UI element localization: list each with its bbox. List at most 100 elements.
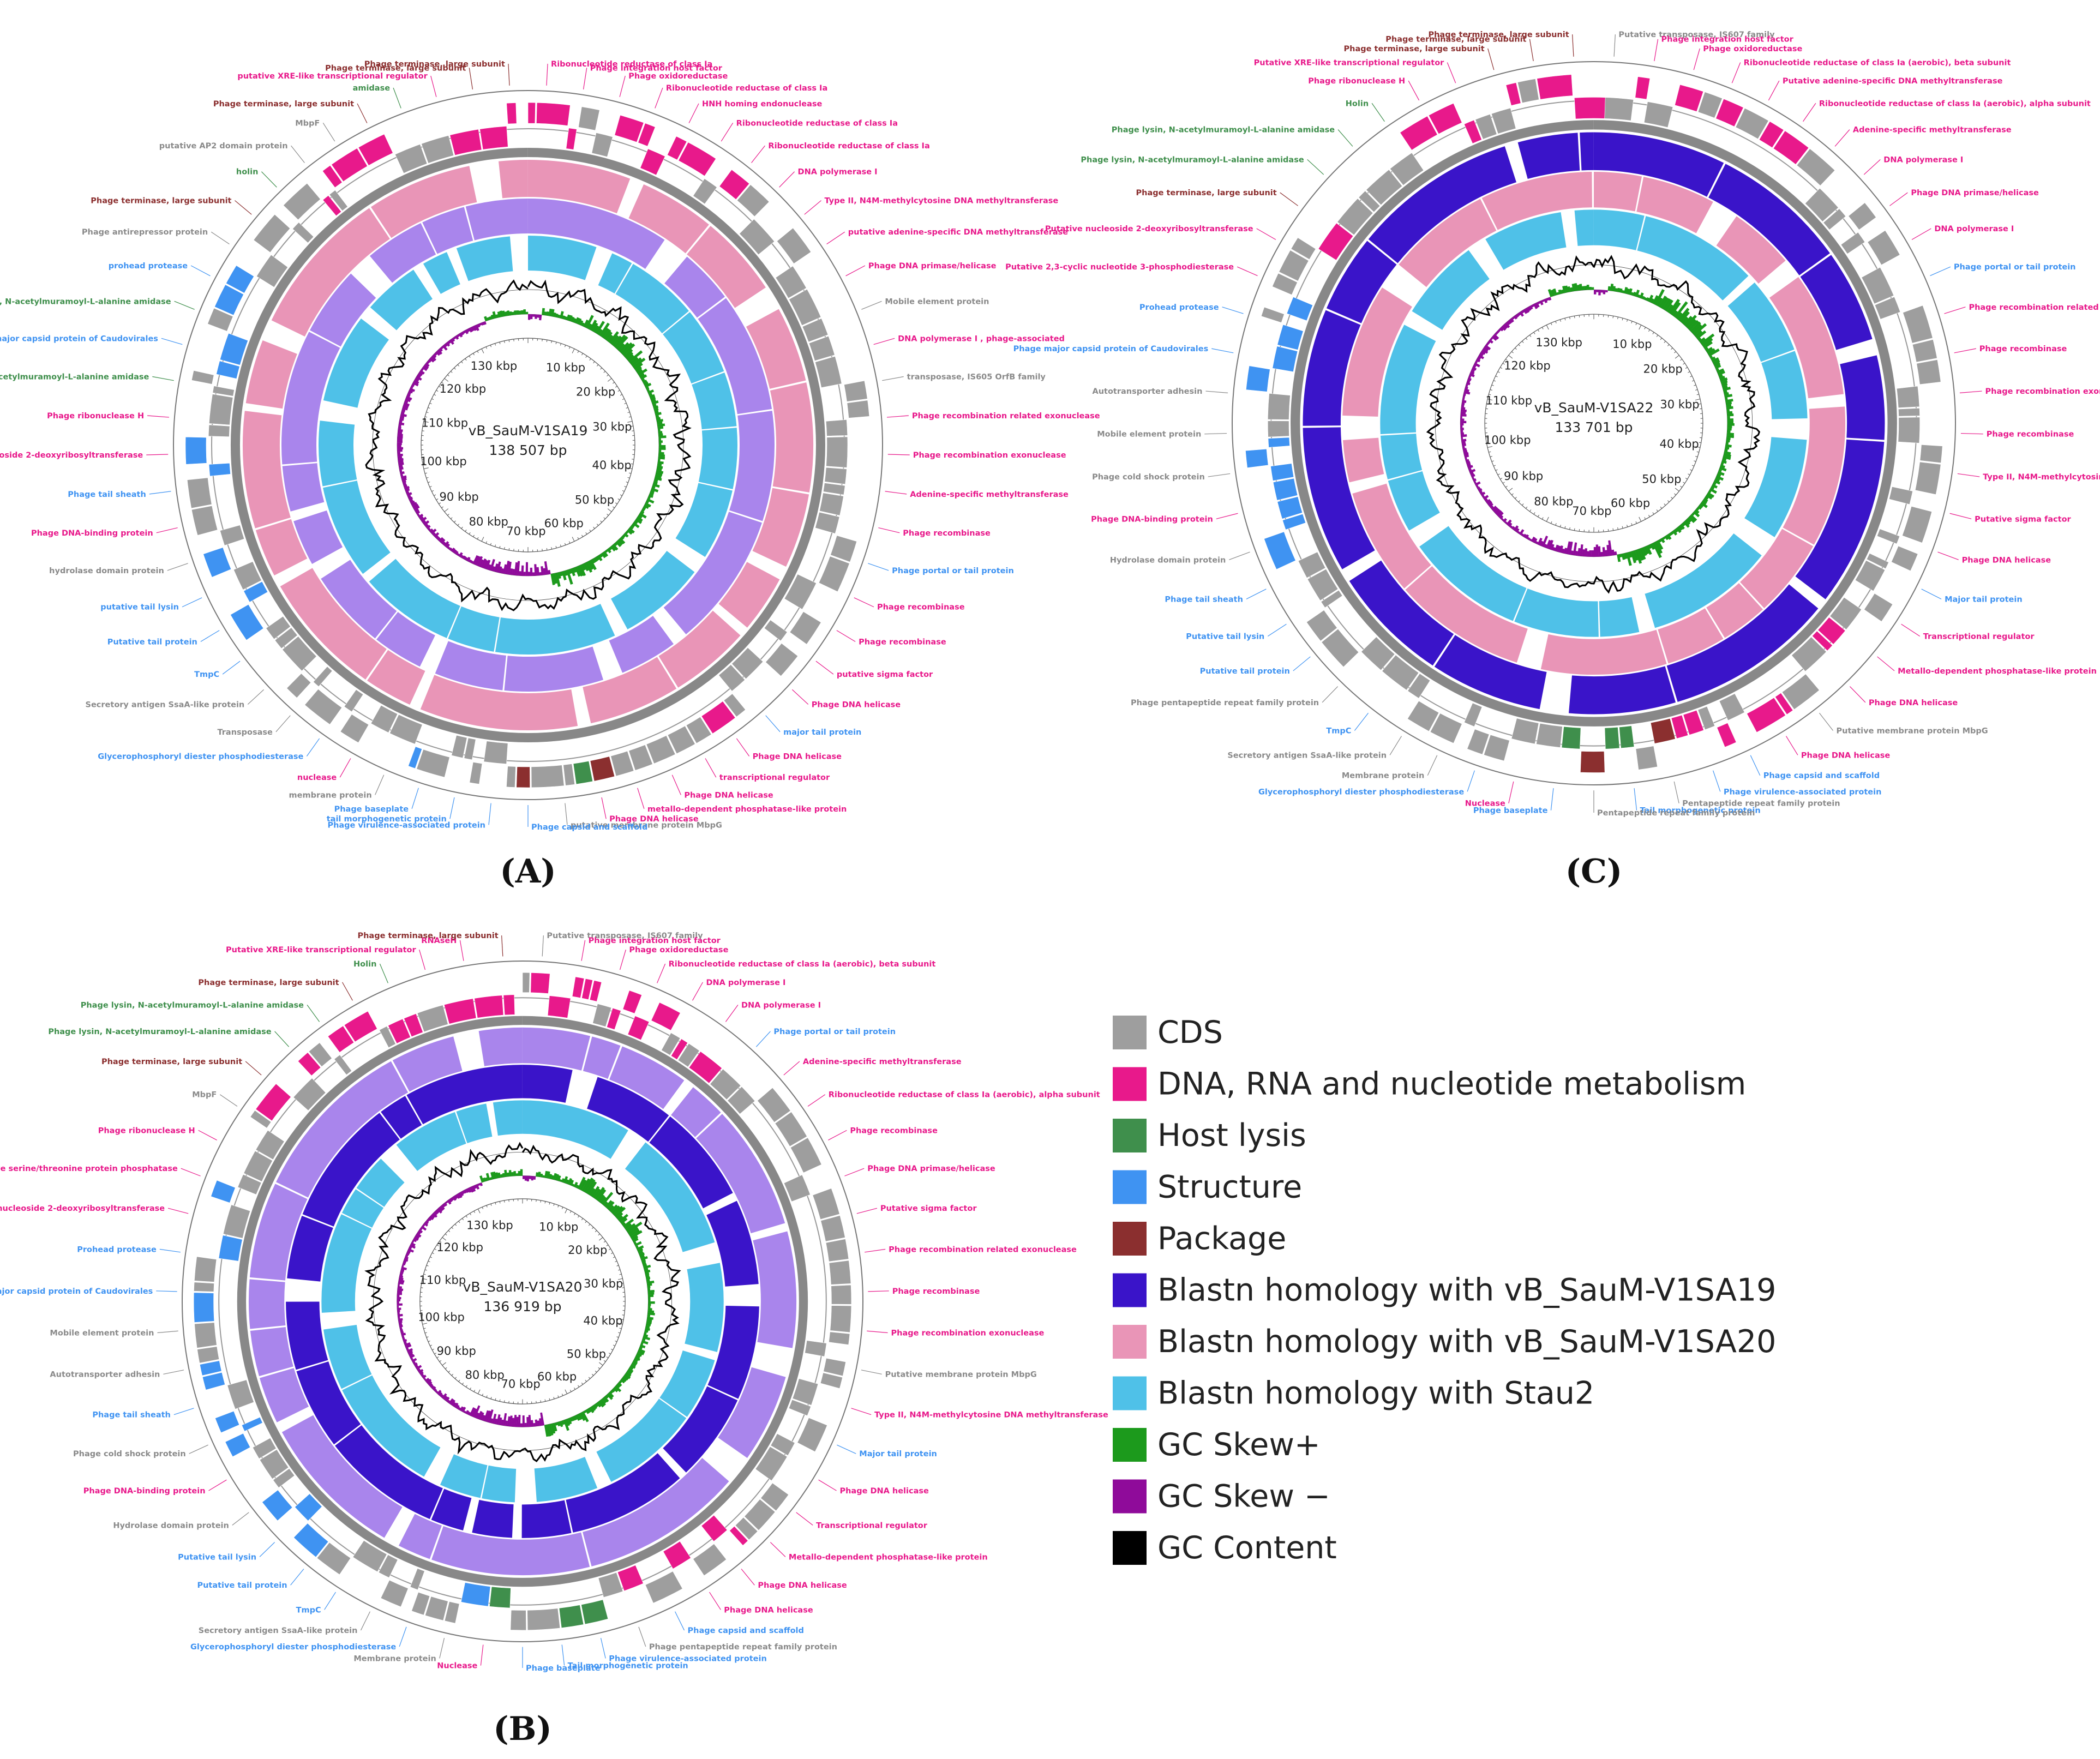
annotation-leader <box>619 75 626 97</box>
gc-skew-minus-bar <box>401 1264 404 1268</box>
blastn-homology-segment <box>1795 439 1885 599</box>
gc-skew-plus-bar <box>616 1212 623 1219</box>
cds-feature <box>1898 417 1921 443</box>
gc-skew-plus-bar <box>1727 416 1730 419</box>
gc-skew-minus-bar <box>398 424 401 428</box>
scale-tick <box>439 502 441 505</box>
gc-skew-minus-bar <box>1513 525 1519 532</box>
cds-feature <box>1747 697 1786 733</box>
gc-skew-plus-bar <box>484 316 488 322</box>
gene-annotation-label: DNA polymerase I <box>1934 225 2014 233</box>
scale-tick <box>423 1274 426 1275</box>
gc-skew-plus-bar <box>1723 455 1731 460</box>
gc-skew-minus-bar <box>419 370 425 375</box>
gc-skew-minus-bar <box>397 1290 403 1293</box>
scale-tick <box>1607 315 1609 317</box>
gc-skew-plus-bar <box>508 1170 512 1176</box>
scale-tick <box>1574 528 1575 531</box>
annotation-leader <box>339 758 351 778</box>
gc-skew-plus-bar <box>615 336 628 350</box>
annotation-leader <box>1307 159 1324 175</box>
scale-tick <box>423 421 429 423</box>
gc-skew-minus-bar <box>448 1198 453 1203</box>
scale-tick <box>1695 399 1701 401</box>
gc-skew-plus-bar <box>656 470 664 474</box>
cds-feature <box>220 525 245 546</box>
blastn-homology-segment <box>523 1027 591 1071</box>
gc-skew-plus-bar <box>1717 370 1725 376</box>
scale-tick <box>600 367 602 370</box>
gc-skew-minus-bar <box>428 359 431 363</box>
gc-skew-minus-bar <box>401 409 406 412</box>
gc-skew-minus-bar <box>415 1234 420 1239</box>
kbp-tick-label: 20 kbp <box>568 1244 607 1257</box>
gc-skew-minus-bar <box>535 1419 538 1427</box>
blastn-homology-segment <box>356 1158 405 1207</box>
scale-tick <box>1683 482 1685 484</box>
blastn-homology-segment <box>319 421 357 487</box>
gc-skew-minus-bar <box>467 1411 471 1415</box>
blastn-homology-segment <box>370 269 433 331</box>
gc-skew-plus-bar <box>587 1408 592 1413</box>
blastn-homology-segment <box>335 1425 443 1520</box>
scale-tick <box>1688 371 1690 373</box>
cds-feature <box>638 123 656 147</box>
annotation-leader <box>375 775 385 795</box>
annotation-leader <box>1849 686 1866 703</box>
gc-skew-plus-bar <box>1724 392 1729 396</box>
gc-skew-plus-bar <box>597 555 603 561</box>
gc-skew-plus-bar <box>485 1173 490 1181</box>
blastn-homology-segment <box>659 1350 715 1417</box>
gc-skew-minus-bar <box>520 1423 523 1427</box>
gc-skew-minus-bar <box>527 572 531 576</box>
gc-skew-plus-bar <box>603 1396 609 1403</box>
gc-skew-minus-bar <box>1603 290 1606 295</box>
gc-skew-plus-bar <box>638 1250 644 1254</box>
cds-feature <box>1264 531 1296 570</box>
kbp-tick-label: 50 kbp <box>567 1347 606 1360</box>
blastn-homology-segment <box>1800 255 1873 350</box>
gc-skew-minus-bar <box>1499 515 1504 520</box>
cds-feature <box>628 745 653 771</box>
gc-skew-plus-bar <box>565 1419 571 1426</box>
kbp-tick-label: 90 kbp <box>440 490 479 503</box>
blastn-homology-segment <box>528 160 631 214</box>
scale-tick <box>599 1362 603 1366</box>
gc-skew-plus-bar <box>614 1206 626 1217</box>
gene-annotation-label: DNA polymerase I <box>706 978 785 987</box>
gc-skew-plus-bar <box>1558 289 1562 295</box>
scale-tick <box>457 364 460 367</box>
gc-skew-minus-bar <box>407 1350 413 1355</box>
gc-skew-plus-bar <box>622 343 635 356</box>
gc-skew-plus-bar <box>1711 356 1716 361</box>
annotation-leader <box>1216 513 1238 519</box>
gc-skew-plus-bar <box>641 1340 649 1345</box>
cds-feature <box>340 714 369 743</box>
annotation-leader <box>235 200 252 215</box>
gc-skew-minus-bar <box>489 559 495 571</box>
gc-skew-minus-bar <box>1517 312 1521 316</box>
scale-tick <box>585 356 587 358</box>
gc-skew-minus-bar <box>1515 528 1520 533</box>
scale-tick <box>445 1233 447 1236</box>
gc-skew-plus-bar <box>1723 453 1731 458</box>
gc-skew-minus-bar <box>1537 301 1541 304</box>
gc-skew-minus-bar <box>1461 404 1465 407</box>
cds-feature <box>661 1032 681 1056</box>
gc-skew-minus-bar <box>421 517 427 523</box>
gc-skew-plus-bar <box>648 1306 651 1308</box>
scale-tick <box>495 1398 496 1401</box>
scale-tick <box>622 490 625 492</box>
gc-skew-plus-bar <box>614 542 618 547</box>
gc-skew-plus-bar <box>1694 330 1703 338</box>
gc-skew-plus-bar <box>1720 462 1724 466</box>
gc-skew-minus-bar <box>424 1377 430 1383</box>
scale-tick <box>613 506 615 508</box>
gc-skew-plus-bar <box>1715 368 1719 371</box>
gc-skew-plus-bar <box>605 1200 613 1208</box>
scale-tick <box>465 530 467 532</box>
blastn-homology-segment <box>583 657 677 724</box>
cds-feature <box>788 1399 811 1416</box>
annotation-leader <box>163 1370 184 1375</box>
gc-skew-minus-bar <box>467 1187 472 1193</box>
